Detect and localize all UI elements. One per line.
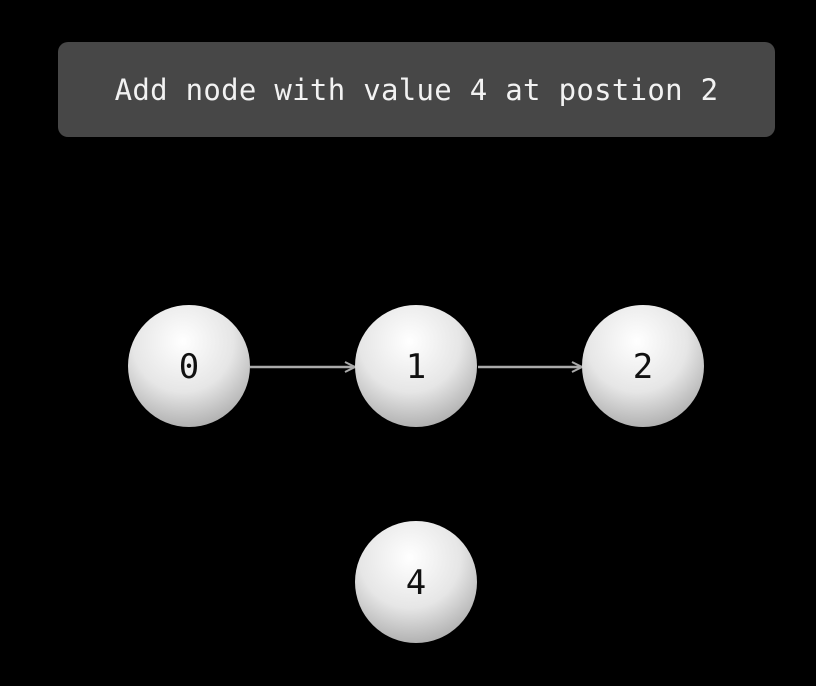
node-0: 0 [128,305,250,427]
node-0-circle [128,305,250,427]
node-2-label: 2 [633,347,653,387]
node-2-circle [582,305,704,427]
node-1-circle [355,305,477,427]
node-4-circle [355,521,477,643]
node-0-label: 0 [179,347,199,387]
node-1-label: 1 [406,347,426,387]
node-2: 2 [582,305,704,427]
node-4-new: 4 [355,521,477,643]
instruction-text: Add node with value 4 at postion 2 [114,72,719,107]
node-1: 1 [355,305,477,427]
instruction-banner: Add node with value 4 at postion 2 [58,42,775,137]
node-4-label: 4 [406,563,426,603]
